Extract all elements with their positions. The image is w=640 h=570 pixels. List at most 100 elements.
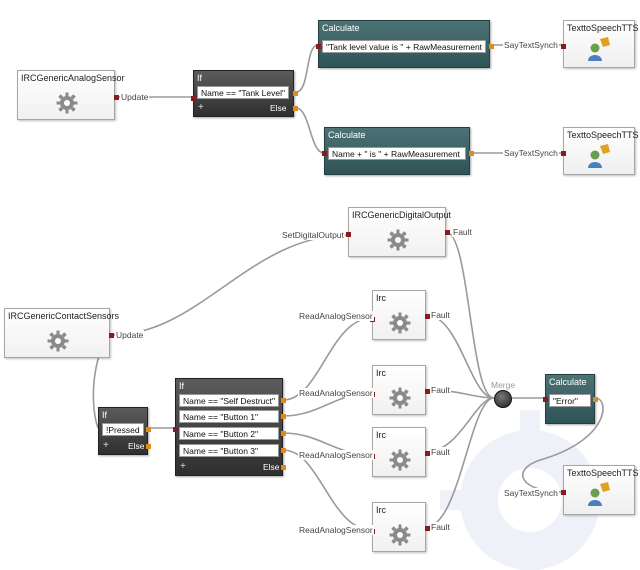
read3-label: ReadAnalogSensor: [298, 450, 374, 460]
setdigital-label: SetDigitalOutput: [281, 230, 345, 240]
pressed-if-out-pin[interactable]: [146, 427, 151, 432]
analog-if-condition[interactable]: Name == "Tank Level": [197, 86, 289, 99]
irc-node-4[interactable]: Irc: [370, 502, 430, 552]
analog-if-else-pin[interactable]: [293, 106, 298, 111]
digital-output-node[interactable]: IRCGenericDigitalOutput: [346, 207, 451, 257]
analog-if-title: If: [197, 73, 203, 83]
contact-sensor-node[interactable]: IRCGenericContactSensors: [4, 308, 119, 358]
analog-calculate-node-2[interactable]: Calculate Name + " is " + RawMeasurement: [322, 127, 474, 175]
irc4-title: Irc: [376, 505, 386, 515]
buttons-if-out-pin-4[interactable]: [281, 448, 286, 453]
calc1-title: Calculate: [322, 23, 360, 33]
calc2-expression[interactable]: Name + " is " + RawMeasurement: [328, 147, 466, 160]
buttons-if-in-pin[interactable]: [173, 427, 178, 432]
gear-icon: [387, 229, 409, 251]
tts2-in-pin[interactable]: [561, 151, 566, 156]
tts-node-2[interactable]: TexttoSpeechTTS: [561, 127, 639, 175]
irc3-fault-pin[interactable]: [425, 451, 430, 456]
gear-icon: [47, 330, 69, 352]
analog-if-in-pin[interactable]: [191, 96, 196, 101]
pressed-if-else-pin[interactable]: [146, 444, 151, 449]
gear-icon: [389, 387, 411, 409]
irc-node-1[interactable]: Irc: [370, 290, 430, 340]
tts1-in-pin[interactable]: [561, 44, 566, 49]
buttons-if-condition-3[interactable]: Name == "Button 2": [179, 427, 279, 440]
error-calculate-node[interactable]: Calculate "Error": [543, 374, 598, 424]
analog-calculate-node-1[interactable]: Calculate "Tank level value is " + RawMe…: [316, 20, 494, 68]
analog-if-out-pin[interactable]: [293, 91, 298, 96]
analog-update-label: Update: [120, 92, 150, 102]
gear-icon: [389, 312, 411, 334]
analog-sensor-node[interactable]: IRCGenericAnalogSensor: [17, 70, 125, 120]
pressed-if-node[interactable]: If !Pressed + Else: [98, 407, 151, 455]
read4-label: ReadAnalogSensor: [298, 525, 374, 535]
buttons-if-add[interactable]: +: [180, 461, 186, 472]
irc2-title: Irc: [376, 368, 386, 378]
pressed-if-add[interactable]: +: [103, 440, 109, 451]
speaker-person-icon: [588, 144, 610, 168]
merge-node-icon[interactable]: [494, 390, 512, 408]
irc2-fault-pin[interactable]: [425, 389, 430, 394]
pressed-if-title: If: [102, 410, 108, 420]
contact-update-label: Update: [115, 330, 145, 340]
tts3-in-pin[interactable]: [561, 490, 566, 495]
digital-fault-pin[interactable]: [445, 230, 450, 235]
read2-label: ReadAnalogSensor: [298, 388, 374, 398]
buttons-if-condition-2[interactable]: Name == "Button 1": [179, 410, 279, 423]
analog-if-add[interactable]: +: [198, 102, 204, 113]
gear-icon: [389, 524, 411, 546]
analog-update-pin[interactable]: [114, 95, 119, 100]
error-calc-in-pin[interactable]: [543, 397, 548, 402]
buttons-if-node[interactable]: If Name == "Self Destruct" Name == "Butt…: [173, 378, 286, 476]
buttons-if-condition-1[interactable]: Name == "Self Destruct": [179, 394, 279, 407]
error-calc-title: Calculate: [549, 377, 587, 387]
digital-fault-label: Fault: [452, 227, 473, 237]
irc4-fault-pin[interactable]: [425, 526, 430, 531]
contact-sensor-title: IRCGenericContactSensors: [8, 311, 120, 321]
irc2-fault-label: Fault: [430, 385, 451, 395]
tts-node-3[interactable]: TexttoSpeechTTS: [561, 465, 639, 515]
calc1-expression[interactable]: "Tank level value is " + RawMeasurement: [322, 40, 486, 53]
irc1-title: Irc: [376, 293, 386, 303]
tts-node-1[interactable]: TexttoSpeechTTS: [561, 20, 639, 68]
buttons-if-else-pin[interactable]: [281, 465, 286, 470]
read1-label: ReadAnalogSensor: [298, 311, 374, 321]
tts1-title: TexttoSpeechTTS: [567, 23, 639, 33]
buttons-if-title: If: [179, 381, 185, 391]
buttons-if-condition-4[interactable]: Name == "Button 3": [179, 444, 279, 457]
calc2-title: Calculate: [328, 130, 366, 140]
calc1-in-pin[interactable]: [316, 44, 321, 49]
analog-say1-label: SayTextSynch: [503, 40, 559, 50]
speaker-person-icon: [588, 37, 610, 61]
analog-if-else: Else: [270, 103, 287, 113]
digital-output-title: IRCGenericDigitalOutput: [352, 210, 452, 220]
calc2-in-pin[interactable]: [322, 151, 327, 156]
tts3-title: TexttoSpeechTTS: [567, 468, 639, 478]
calc2-out-pin[interactable]: [469, 151, 474, 156]
digital-in-pin[interactable]: [346, 232, 351, 237]
buttons-if-else: Else: [263, 462, 280, 472]
contact-say-label: SayTextSynch: [503, 488, 559, 498]
error-calc-out-pin[interactable]: [593, 397, 598, 402]
irc1-fault-pin[interactable]: [425, 314, 430, 319]
buttons-if-out-pin-3[interactable]: [281, 431, 286, 436]
buttons-if-out-pin-1[interactable]: [281, 398, 286, 403]
merge-label: Merge: [491, 380, 516, 390]
pressed-if-else: Else: [128, 441, 145, 451]
pressed-if-condition[interactable]: !Pressed: [102, 423, 144, 436]
analog-say2-label: SayTextSynch: [503, 148, 559, 158]
irc3-fault-label: Fault: [430, 447, 451, 457]
contact-update-pin[interactable]: [109, 333, 114, 338]
irc4-fault-label: Fault: [430, 522, 451, 532]
irc-node-2[interactable]: Irc: [370, 365, 430, 415]
gear-icon: [56, 92, 78, 114]
gear-icon: [389, 449, 411, 471]
speaker-person-icon: [588, 482, 610, 506]
error-calc-expression[interactable]: "Error": [549, 394, 591, 407]
analog-if-node[interactable]: If Name == "Tank Level" + Else: [191, 70, 298, 117]
irc-node-3[interactable]: Irc: [370, 427, 430, 477]
buttons-if-out-pin-2[interactable]: [281, 414, 286, 419]
calc1-out-pin[interactable]: [489, 44, 494, 49]
analog-sensor-title: IRCGenericAnalogSensor: [21, 73, 125, 83]
tts2-title: TexttoSpeechTTS: [567, 130, 639, 140]
